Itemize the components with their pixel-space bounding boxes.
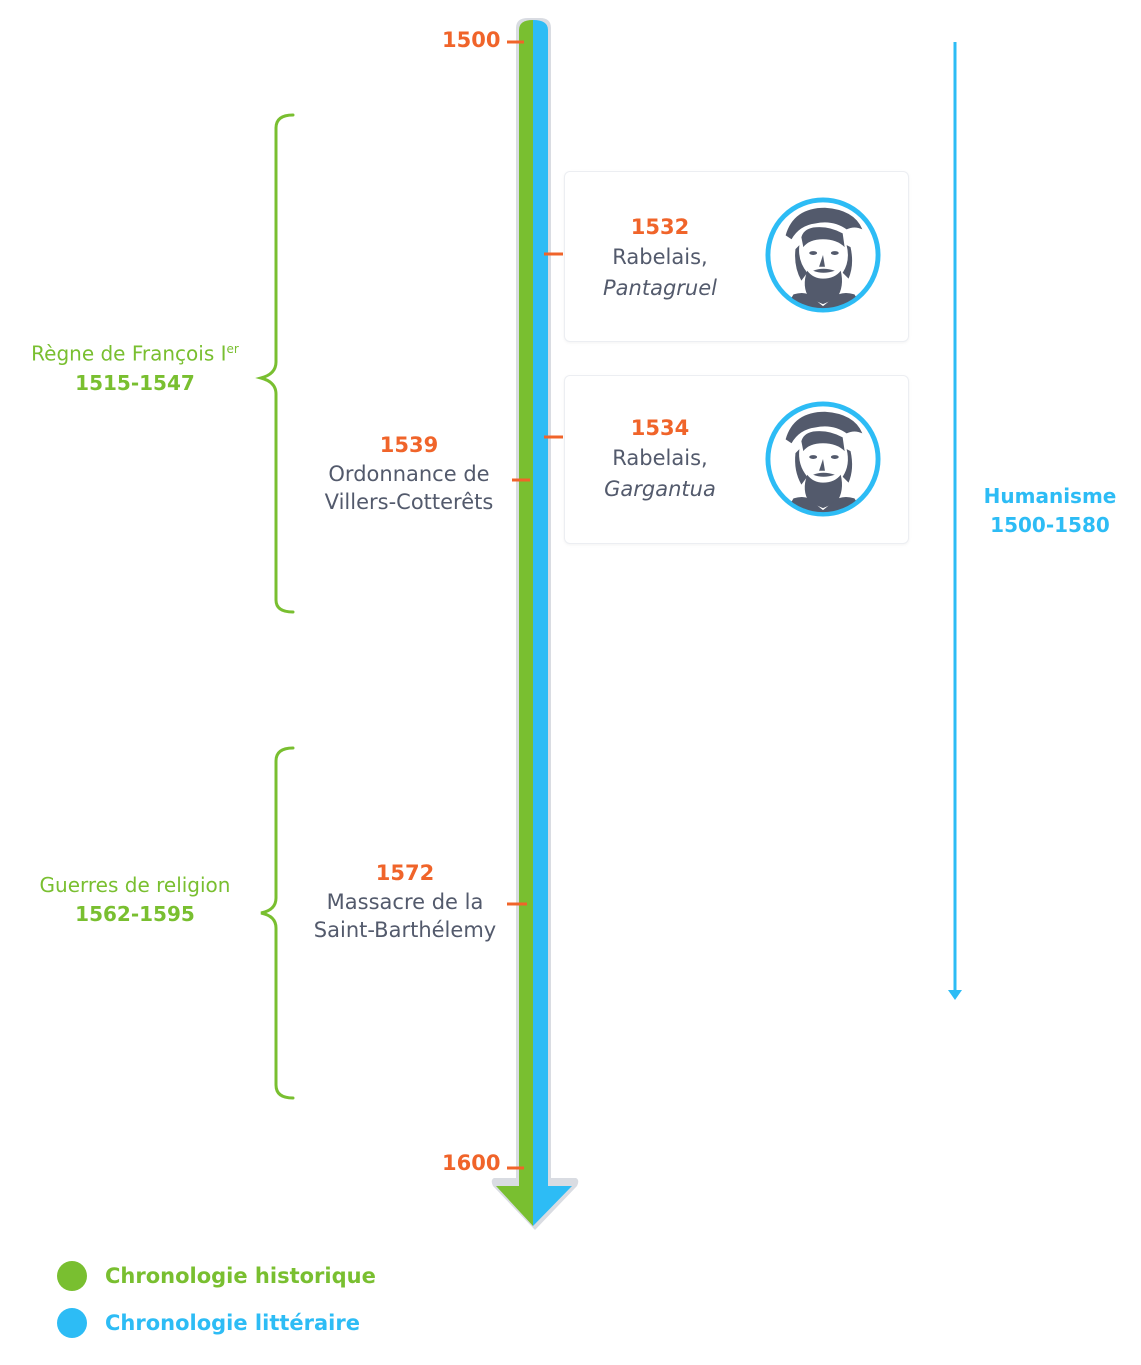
- historical-chronology-bar: [496, 20, 533, 1226]
- event-1539-year: 1539: [379, 433, 439, 457]
- year-label-end: 1600: [442, 1151, 501, 1175]
- literary-chronology-bar: [533, 20, 572, 1226]
- legend-historique-dot: [57, 1261, 87, 1291]
- legend-litteraire-label: Chronologie littéraire: [105, 1311, 360, 1335]
- event-1572-line2: Saint-Barthélemy: [313, 918, 497, 942]
- period-humanisme-years: 1500-1580: [990, 513, 1110, 537]
- period-humanisme: Humanisme 1500-1580: [960, 482, 1140, 540]
- card-1534-author: Rabelais,: [612, 446, 708, 470]
- card-1534-work: Gargantua: [604, 477, 716, 501]
- legend-historique-label: Chronologie historique: [105, 1264, 376, 1288]
- legend-historique: Chronologie historique: [57, 1261, 376, 1291]
- event-1539-line1: Ordonnance de: [328, 462, 490, 486]
- humanisme-arrow-head: [948, 990, 962, 1000]
- brace-francois: [255, 113, 295, 614]
- brace-guerres: [260, 746, 295, 1100]
- card-1532: 1532 Rabelais, Pantagruel: [564, 171, 909, 342]
- card-1532-text: 1532 Rabelais, Pantagruel: [565, 212, 755, 304]
- legend-litteraire-dot: [57, 1308, 87, 1338]
- rabelais-portrait-icon: [765, 197, 881, 313]
- event-1572-year: 1572: [375, 861, 435, 885]
- event-1572-line1: Massacre de la: [326, 890, 484, 914]
- event-1539-line2: Villers-Cotterêts: [324, 490, 494, 514]
- period-francois-years: 1515-1547: [75, 370, 195, 395]
- event-1539: 1539 Ordonnance de Villers-Cotterêts: [300, 430, 518, 516]
- period-humanisme-label: Humanisme: [983, 484, 1117, 508]
- period-guerres-label: Guerres de religion: [39, 873, 231, 897]
- card-1534-year: 1534: [630, 416, 690, 440]
- period-francois-label: Règne de François Ier: [31, 341, 239, 366]
- card-1534-text: 1534 Rabelais, Gargantua: [565, 413, 755, 505]
- card-1532-year: 1532: [630, 215, 690, 239]
- event-1572: 1572 Massacre de la Saint-Barthélemy: [296, 858, 514, 944]
- period-francois: Règne de François Ier 1515-1547: [10, 335, 260, 398]
- card-1534: 1534 Rabelais, Gargantua: [564, 375, 909, 544]
- legend-litteraire: Chronologie littéraire: [57, 1308, 360, 1338]
- card-1532-work: Pantagruel: [603, 276, 717, 300]
- rabelais-portrait-icon: [765, 401, 881, 517]
- card-1532-author: Rabelais,: [612, 245, 708, 269]
- year-label-start: 1500: [442, 28, 501, 52]
- period-guerres-years: 1562-1595: [75, 902, 195, 926]
- period-guerres: Guerres de religion 1562-1595: [10, 871, 260, 929]
